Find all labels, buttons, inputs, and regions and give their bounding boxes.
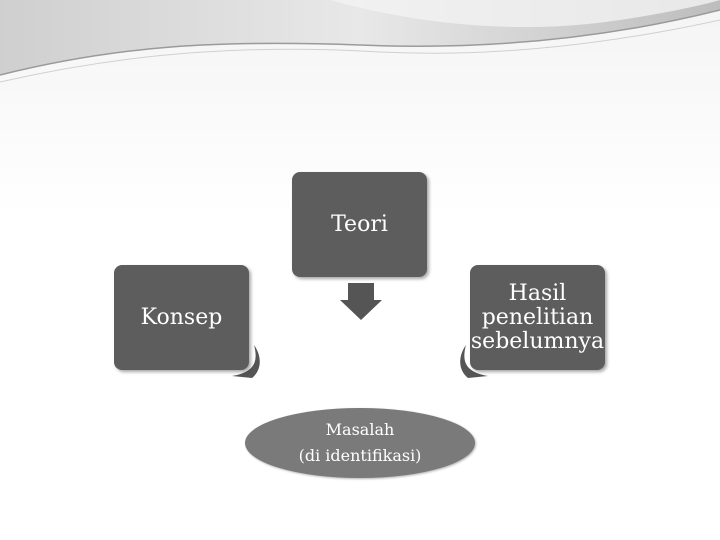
masalah-label: Masalah bbox=[326, 417, 395, 443]
konsep-box: Konsep bbox=[114, 265, 249, 370]
teori-label: Teori bbox=[331, 213, 388, 237]
hasil-penelitian-box: Hasil penelitian sebelumnya bbox=[470, 265, 605, 370]
down-arrow-icon bbox=[340, 283, 382, 320]
teori-box: Teori bbox=[292, 172, 427, 277]
konsep-label: Konsep bbox=[141, 306, 223, 330]
masalah-oval: Masalah (di identifikasi) bbox=[245, 408, 475, 478]
masalah-sublabel: (di identifikasi) bbox=[299, 443, 422, 469]
hasil-penelitian-label: Hasil penelitian sebelumnya bbox=[471, 282, 604, 354]
